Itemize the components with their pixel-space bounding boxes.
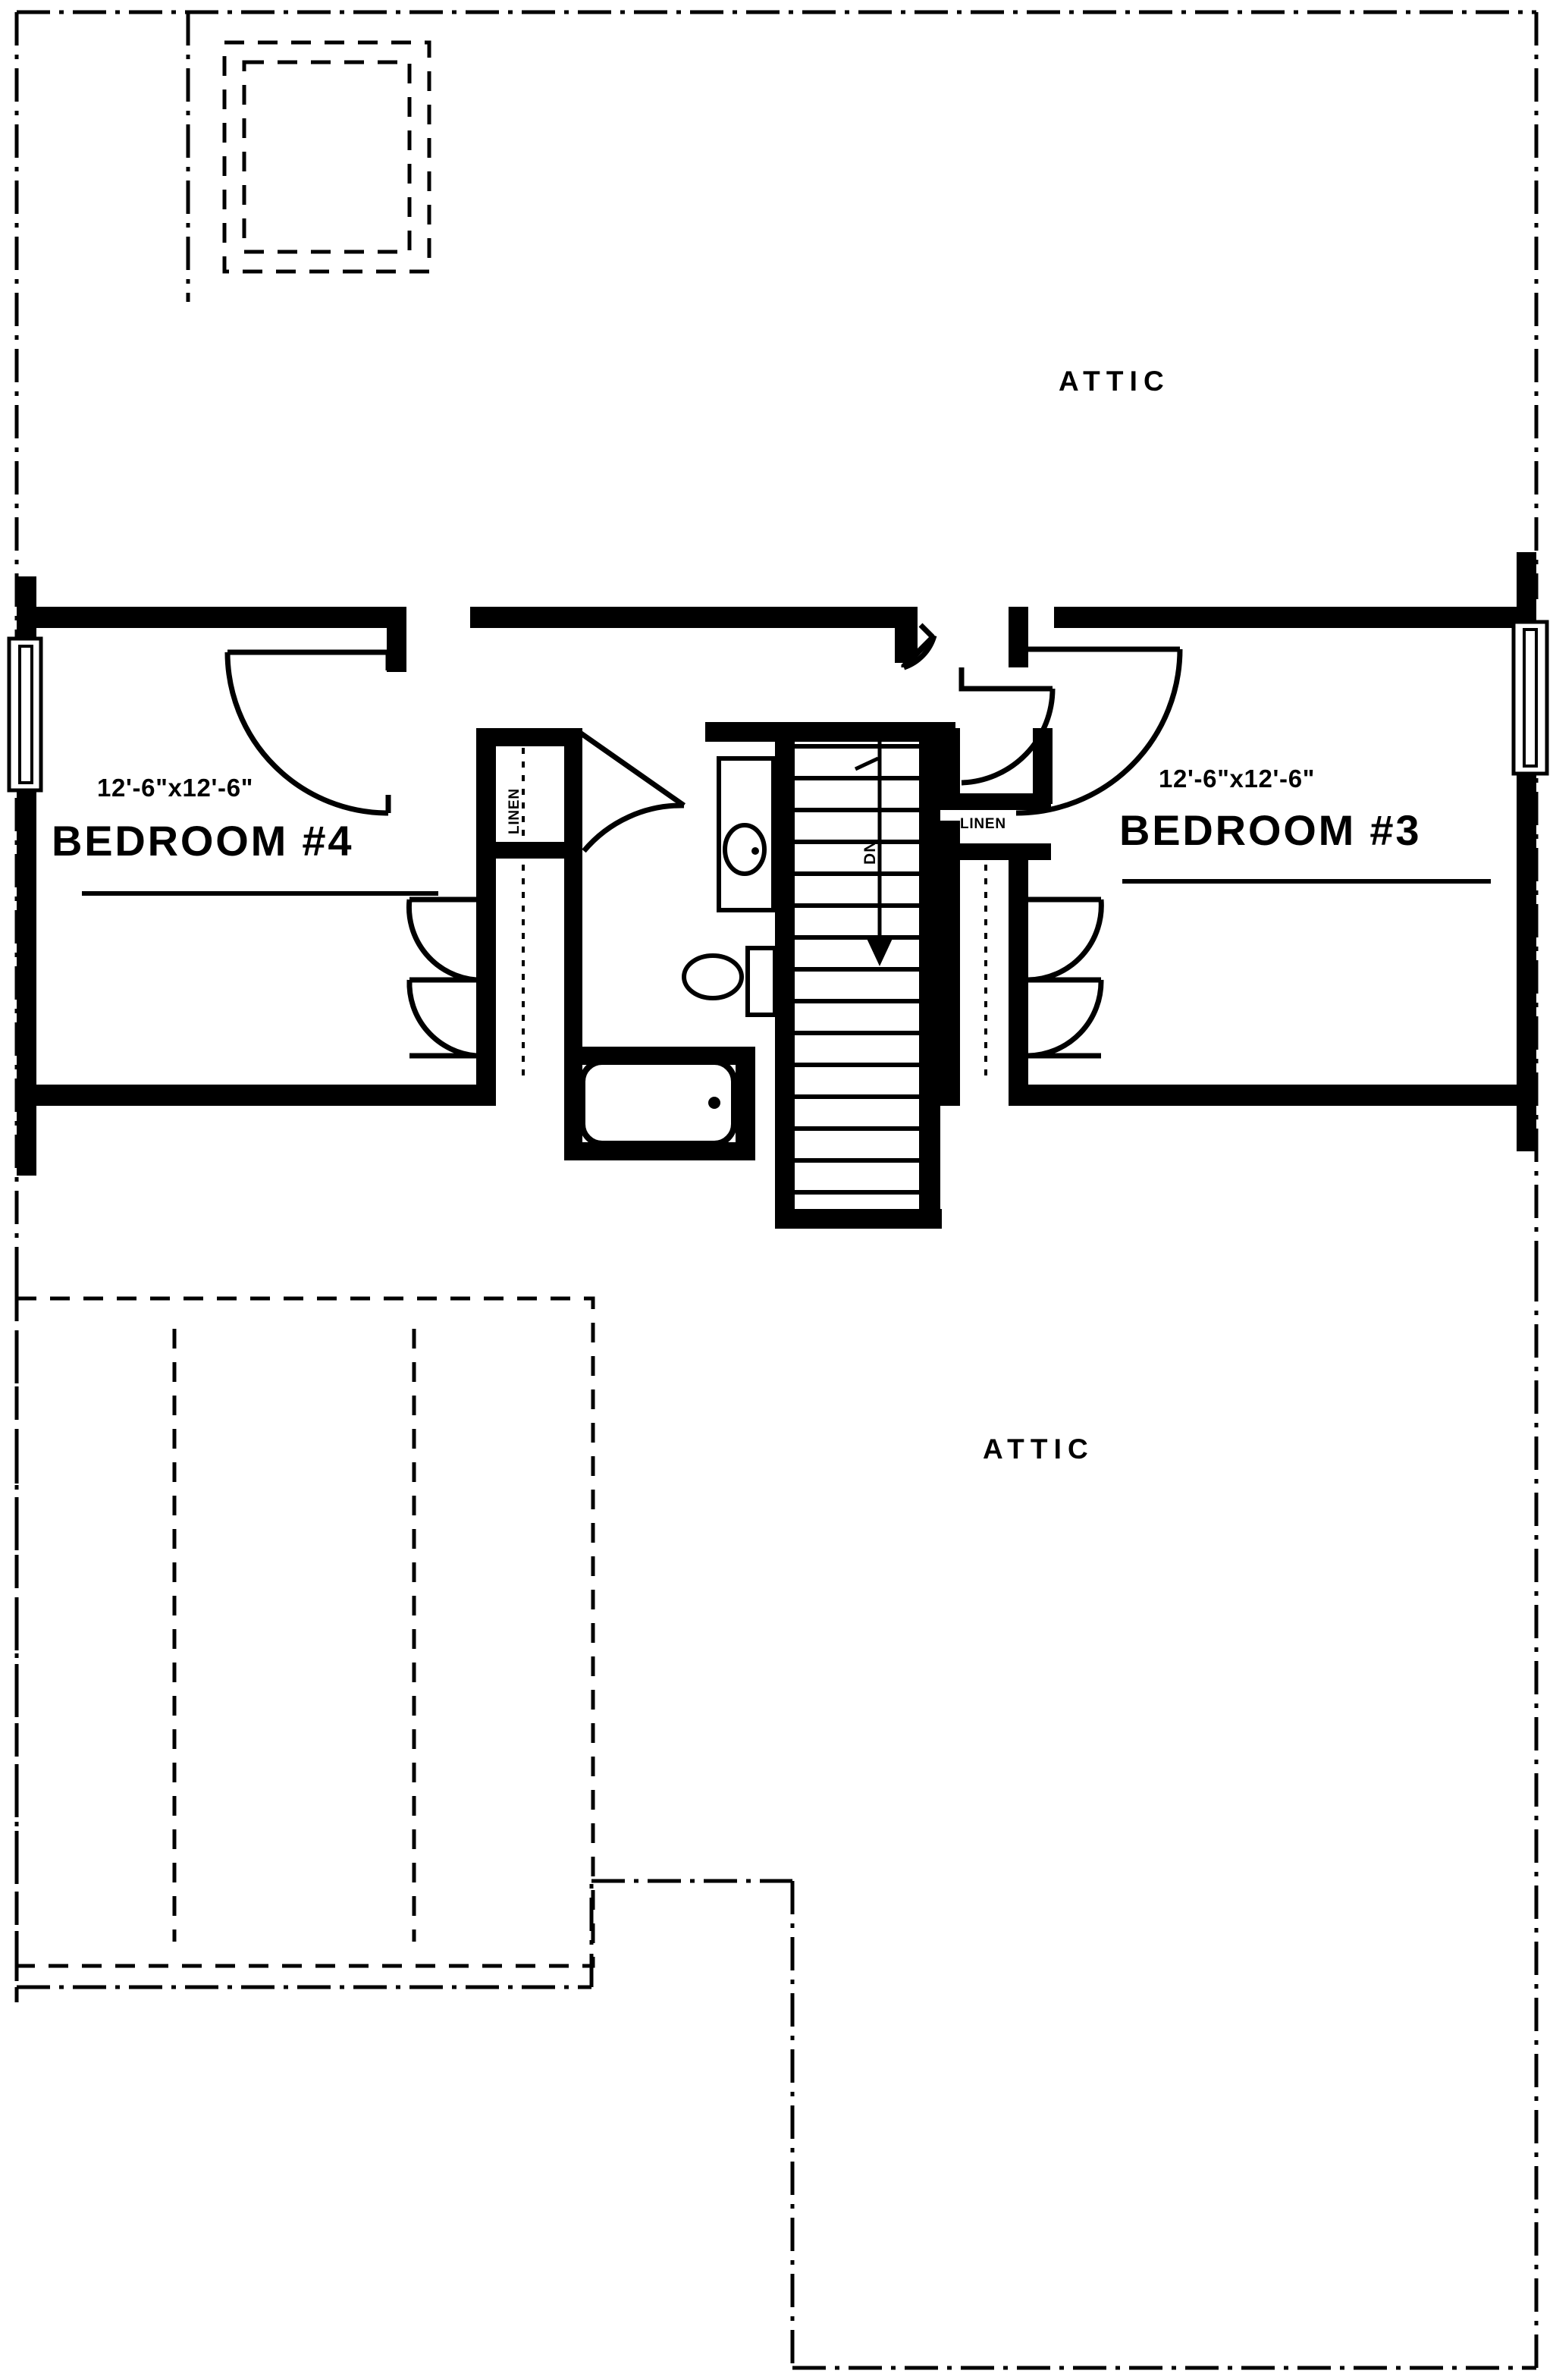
door-arc-bed4: [224, 652, 389, 816]
door-arc-closet3-a: [1027, 899, 1104, 983]
bathtub: [579, 1059, 737, 1147]
dashed-rect-outer: [222, 40, 431, 274]
door-swing-group: [224, 623, 1183, 1059]
stair-treads-group: [795, 744, 919, 1195]
door-arc-hall-right: [961, 688, 1056, 786]
closet-shelf-group: [522, 748, 987, 1077]
bedroom4-dimensions: 12'-6"x12'-6": [97, 774, 254, 802]
door-leaf-bed4: [227, 649, 391, 670]
stair-direction-arrow-icon: [866, 733, 893, 966]
wall-linen-left-bottom: [476, 842, 566, 859]
bedroom4-name: BEDROOM #4: [52, 817, 354, 865]
attic-label-upper: ATTIC: [1059, 366, 1170, 397]
wall-tub-right: [736, 1047, 755, 1160]
bedroom3-name: BEDROOM #3: [1119, 806, 1422, 854]
wall-bath-top: [705, 722, 955, 742]
door-leaf-bath: [576, 729, 686, 808]
door-leaf-hall-right: [958, 667, 1053, 692]
stair-arrow-head: [866, 937, 893, 966]
wall-partition-bed3: [1009, 843, 1028, 1106]
stair-arrow-tick: [854, 756, 880, 771]
wall-bath-left-upper: [564, 728, 582, 859]
door-arc-bed3: [1015, 648, 1183, 816]
door-arc-closet4-b: [406, 979, 477, 1059]
bathtub-drain-icon: [708, 1097, 720, 1109]
below-dashed-group: [14, 40, 595, 1968]
dashed-rect-lower-left: [14, 1296, 595, 1968]
attic-label-lower: ATTIC: [983, 1433, 1094, 1465]
wall-stair-left: [775, 728, 795, 1229]
wall-linen-right-bottom: [940, 843, 1051, 860]
wall-stair-right: [919, 728, 940, 1229]
wall-top-right: [1054, 607, 1536, 628]
linen-closet-label-left: LINEN: [507, 788, 522, 834]
window-group: [7, 620, 1549, 793]
door-arc-closet3-b: [1027, 979, 1104, 1059]
sink-basin: [682, 953, 744, 1000]
wall-bottom-right: [1009, 1085, 1536, 1106]
stair-direction-label: DN: [861, 840, 879, 865]
door-arc-hall: [902, 634, 937, 670]
door-leaf-bed3: [1013, 646, 1180, 667]
bedroom3-dimensions: 12'-6"x12'-6": [1159, 765, 1316, 793]
door-arc-bath: [582, 802, 685, 853]
door-arc-closet4-a: [406, 899, 477, 983]
toilet-bowl: [723, 823, 767, 876]
wall-linen-left-top: [476, 728, 566, 746]
wall-top-left: [17, 607, 387, 628]
window-right-bed3-inner: [1523, 628, 1538, 768]
wall-hall-right-upper: [940, 728, 960, 804]
wall-hall-right-lower: [940, 821, 960, 1106]
wall-top-center: [470, 607, 918, 628]
door-hinge-hall: [918, 623, 935, 639]
window-left-bed4-inner: [18, 645, 33, 784]
dashed-rect-inner: [242, 60, 412, 254]
wall-partition-bed4: [476, 728, 496, 1086]
linen-closet-label-right: LINEN: [960, 816, 1006, 832]
wall-bottom-left: [17, 1085, 490, 1106]
wall-stair-bottom: [775, 1209, 942, 1229]
sink-counter: [745, 946, 777, 1017]
door-leaf-hall-b: [902, 633, 937, 670]
toilet-flush-icon: [751, 847, 759, 855]
jamb-bed4-low: [476, 1071, 496, 1106]
wall-linen-right-top: [940, 793, 1051, 810]
